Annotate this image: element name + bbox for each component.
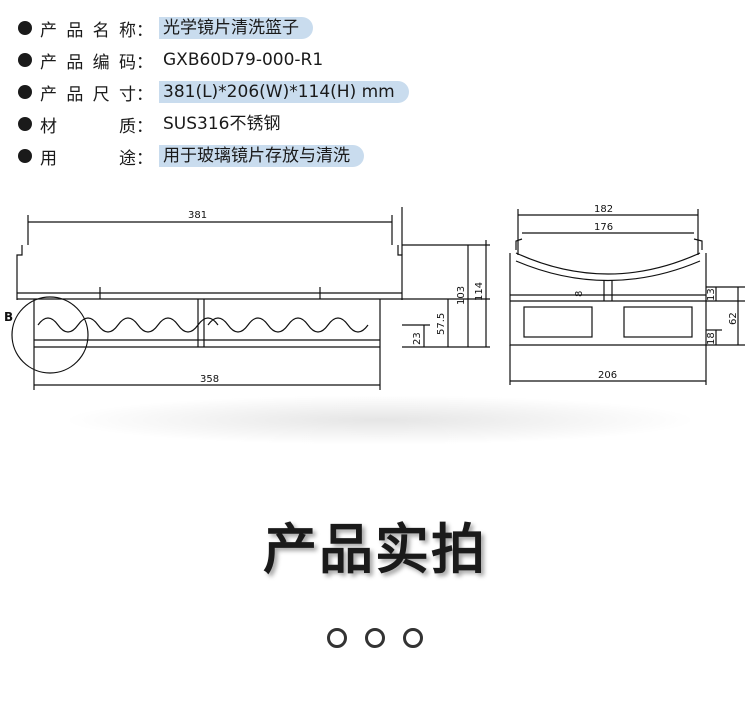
carousel-dot-1[interactable]: [327, 628, 347, 648]
bullet-icon: [18, 53, 32, 67]
technical-drawing: 381 358 B 57.5 103 114 23 182 176 206 13…: [4, 204, 745, 390]
dim-text: 18: [706, 332, 717, 345]
dim-text: 57.5: [436, 313, 447, 335]
spec-label: 用途: [40, 148, 136, 169]
spec-colon: ：: [136, 148, 153, 169]
detail-label: B: [4, 310, 13, 324]
spec-value: SUS316不锈钢: [163, 114, 281, 134]
dim-text: 182: [594, 204, 613, 215]
spec-row-size: 产品尺寸 ： 381(L)*206(W)*114(H) mm: [18, 81, 409, 105]
spec-row-material: 材质 ： SUS316不锈钢: [18, 113, 294, 137]
spec-value: 381(L)*206(W)*114(H) mm: [159, 81, 409, 103]
spec-colon: ：: [136, 84, 153, 105]
bullet-icon: [18, 85, 32, 99]
dim-text: 13: [706, 288, 717, 301]
spec-label: 产品尺寸: [40, 84, 136, 105]
detail-circle: [11, 296, 89, 374]
dim-text: 206: [598, 370, 617, 381]
dim-text: 358: [200, 374, 219, 385]
dim-text: 114: [474, 282, 485, 301]
bullet-icon: [18, 21, 32, 35]
spec-row-code: 产品编码 ： GXB60D79-000-R1: [18, 49, 337, 73]
spec-value: 光学镜片清洗篮子: [159, 17, 313, 39]
carousel-dot-3[interactable]: [403, 628, 423, 648]
spec-label: 产品编码: [40, 52, 136, 73]
dim-text: 103: [456, 286, 467, 305]
section-title: 产品实拍: [263, 518, 487, 581]
dim-text: 23: [412, 332, 423, 345]
spec-colon: ：: [136, 116, 153, 137]
spec-label: 材质: [40, 116, 136, 137]
carousel-dots: [0, 628, 750, 648]
spec-colon: ：: [136, 52, 153, 73]
dim-text: 8: [574, 291, 585, 297]
carousel-dot-2[interactable]: [365, 628, 385, 648]
spec-row-name: 产品名称 ： 光学镜片清洗篮子: [18, 17, 313, 41]
photo-shadow: [60, 395, 700, 445]
spec-colon: ：: [136, 20, 153, 41]
spec-value: GXB60D79-000-R1: [163, 50, 324, 70]
dim-text: 176: [594, 222, 613, 233]
spec-row-usage: 用途 ： 用于玻璃镜片存放与清洗: [18, 145, 364, 169]
spec-label: 产品名称: [40, 20, 136, 41]
bullet-icon: [18, 149, 32, 163]
dim-text: 381: [188, 210, 207, 221]
bullet-icon: [18, 117, 32, 131]
dim-text: 62: [728, 312, 739, 325]
spec-value: 用于玻璃镜片存放与清洗: [159, 145, 364, 167]
